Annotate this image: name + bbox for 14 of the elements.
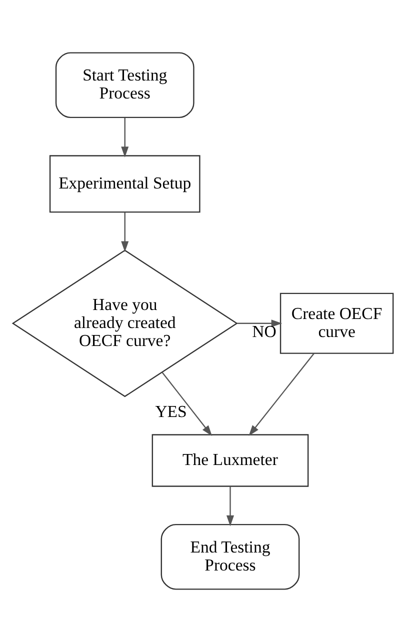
arrow (237, 319, 282, 327)
arrow (121, 117, 129, 157)
arrow (226, 486, 234, 526)
node-box: End Testing Process (160, 523, 300, 590)
node-box: The Luxmeter (152, 434, 309, 486)
node-box: Create OECF curve (280, 292, 394, 354)
edge-label: YES (155, 401, 187, 420)
arrow (121, 212, 129, 252)
arrow (162, 372, 212, 436)
edge-label: NO (252, 321, 276, 340)
node-diamond: Have you already created OECF curve? (12, 249, 238, 397)
arrow (248, 352, 314, 436)
node-box: Experimental Setup (49, 154, 200, 212)
node-box: Start Testing Process (55, 52, 194, 118)
